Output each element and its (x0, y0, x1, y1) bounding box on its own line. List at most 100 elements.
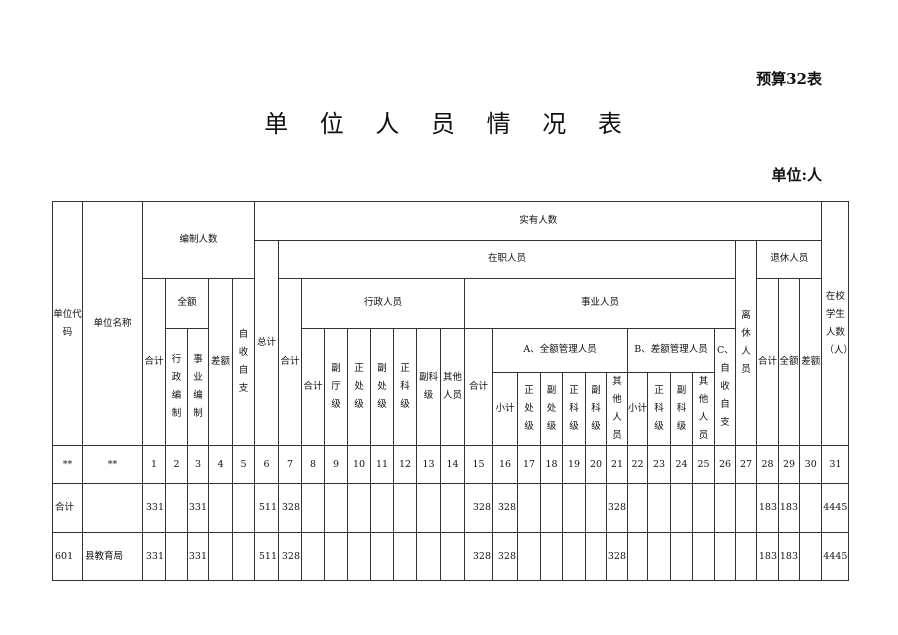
header-grand-total: 总计 (254, 239, 280, 447)
header-a-sub: 正科级 (562, 371, 587, 447)
value-cell (647, 483, 672, 534)
header-b-group: B、差额管理人员 (627, 328, 716, 373)
value-cell: 183 (778, 483, 801, 534)
value-cell (231, 532, 256, 582)
header-admin-sub: 其他人员 (440, 327, 466, 447)
header-b-sub: 副科级 (670, 371, 694, 447)
value-cell: 328 (464, 532, 494, 582)
value-cell (370, 532, 395, 582)
value-cell (416, 483, 442, 534)
unit-code-cell: 合计 (52, 483, 83, 534)
value-cell (540, 532, 564, 582)
header-school-students: 在校学生人数（人） (821, 200, 850, 447)
value-cell (347, 532, 372, 582)
header-a-sub: 小计 (492, 371, 519, 447)
column-number: 9 (324, 445, 349, 485)
header-actual: 实有人数 (254, 201, 823, 241)
column-number: 13 (416, 445, 442, 485)
value-cell: 331 (142, 483, 166, 534)
value-cell (208, 483, 233, 534)
value-cell (562, 483, 587, 534)
value-cell: 183 (756, 483, 780, 534)
header-admin-staff: 行政人员 (301, 278, 466, 329)
column-number: 2 (165, 445, 188, 485)
value-cell (347, 483, 372, 534)
value-cell: 331 (187, 532, 209, 582)
column-number: 10 (347, 445, 372, 485)
value-cell: 328 (464, 483, 494, 534)
value-cell (165, 532, 188, 582)
header-svc-total: 合计 (278, 277, 303, 447)
header-retired-cadre: 离休人员 (735, 239, 758, 447)
header-admin-sub: 副厅级 (324, 327, 349, 447)
header-c-group: C、自收自支 (714, 327, 737, 447)
column-number: 21 (606, 445, 629, 485)
column-number: 6 (254, 445, 280, 485)
value-cell (440, 483, 466, 534)
value-cell (562, 532, 587, 582)
header-est-admin: 行政编制 (165, 327, 188, 447)
value-cell (370, 483, 395, 534)
personnel-table: 单位代码 单位名称 编制人数 实有人数 在校学生人数（人） 总计 在职人员 离休… (52, 200, 850, 582)
value-cell: 331 (142, 532, 166, 582)
header-admin-sub: 合计 (301, 327, 326, 447)
value-cell (799, 532, 823, 582)
header-a-sub: 正处级 (517, 371, 542, 447)
value-cell (627, 532, 649, 582)
value-cell: 4445 (821, 483, 850, 534)
column-number: ** (82, 445, 143, 485)
header-unit-code: 单位代码 (52, 200, 83, 447)
value-cell: 331 (187, 483, 209, 534)
column-number: 23 (647, 445, 672, 485)
column-number: 22 (627, 445, 649, 485)
header-a-sub: 副科级 (585, 371, 608, 447)
header-ret-total: 合计 (756, 277, 780, 447)
value-cell (670, 532, 694, 582)
header-admin-sub: 副处级 (370, 327, 395, 447)
value-cell (627, 483, 649, 534)
value-cell (799, 483, 823, 534)
value-cell (585, 483, 608, 534)
column-number: 18 (540, 445, 564, 485)
header-unit-name: 单位名称 (82, 200, 143, 447)
column-number: 3 (187, 445, 209, 485)
header-ret-diff: 差额 (799, 277, 823, 447)
column-number: 30 (799, 445, 823, 485)
value-cell: 328 (492, 483, 519, 534)
value-cell (714, 532, 737, 582)
value-cell (324, 532, 349, 582)
column-number: 11 (370, 445, 395, 485)
header-retired: 退休人员 (756, 240, 823, 279)
column-number: 7 (278, 445, 303, 485)
value-cell (735, 483, 758, 534)
column-number: 16 (492, 445, 519, 485)
header-admin-sub: 正科级 (393, 327, 418, 447)
value-cell (231, 483, 256, 534)
column-number: 5 (231, 445, 256, 485)
column-number: ** (52, 445, 83, 485)
header-ret-full: 全额 (778, 277, 801, 447)
column-number: 19 (562, 445, 587, 485)
value-cell (692, 532, 716, 582)
column-number: 27 (735, 445, 758, 485)
header-establishment: 编制人数 (141, 201, 256, 279)
column-number: 14 (440, 445, 466, 485)
unit-name-cell (82, 483, 143, 534)
header-inst-staff: 事业人员 (464, 278, 737, 329)
value-cell (208, 532, 233, 582)
column-number: 12 (393, 445, 418, 485)
column-number: 31 (821, 445, 850, 485)
header-est-full: 全额 (165, 278, 209, 329)
header-admin-sub: 正处级 (347, 327, 372, 447)
value-cell (735, 532, 758, 582)
header-a-group: A、全额管理人员 (492, 328, 629, 373)
header-est-total: 合计 (142, 277, 166, 447)
column-number: 15 (464, 445, 494, 485)
column-number: 4 (208, 445, 233, 485)
unit-code-cell: 601 (52, 532, 83, 582)
column-number: 20 (585, 445, 608, 485)
column-number: 26 (714, 445, 737, 485)
